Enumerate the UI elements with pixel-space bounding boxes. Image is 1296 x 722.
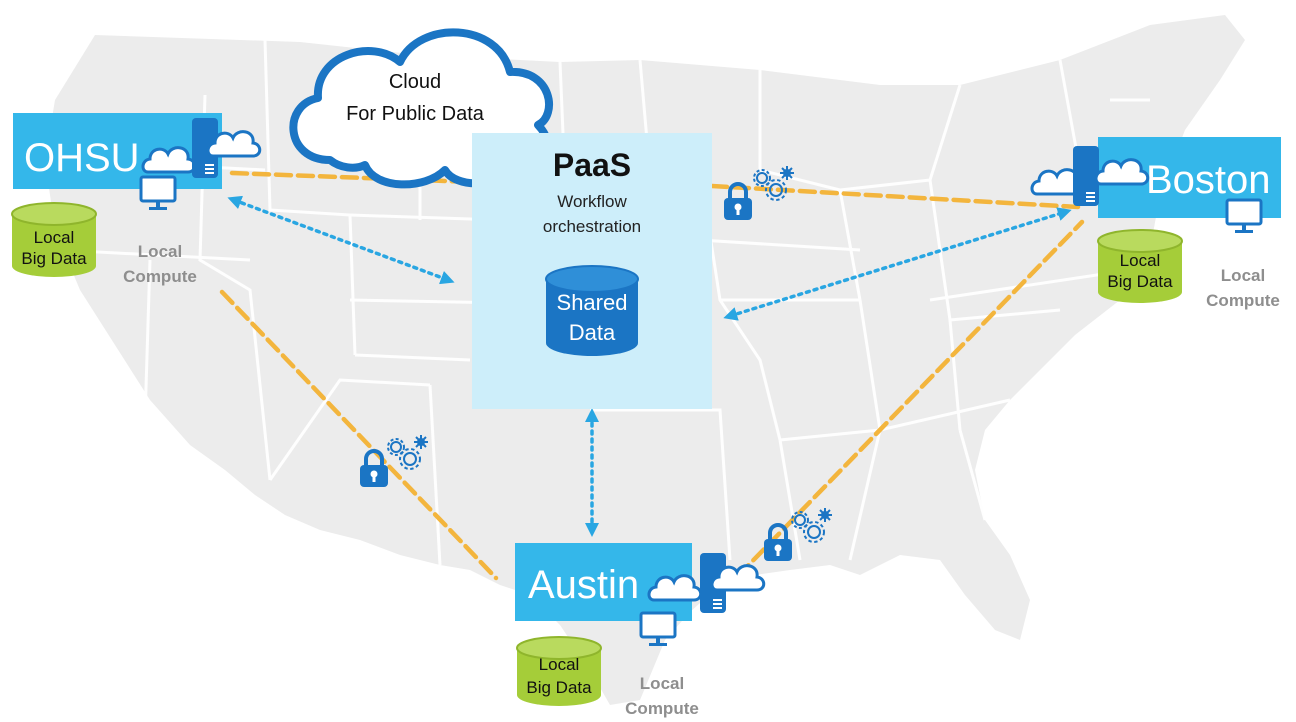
link-paas-boston bbox=[709, 183, 1081, 210]
local-data-label-1: Local bbox=[34, 228, 75, 247]
shared-data-label-2: Data bbox=[569, 320, 616, 345]
paas-subtitle-1: Workflow bbox=[557, 192, 627, 211]
paas-panel: PaaS Workflow orchestration Shared Data bbox=[472, 133, 712, 409]
paas-title: PaaS bbox=[553, 147, 631, 183]
local-compute-label-1: Local bbox=[138, 242, 182, 261]
local-compute-label-2: Compute bbox=[625, 699, 699, 718]
local-data-label-1: Local bbox=[1120, 251, 1161, 270]
local-data-label-2: Big Data bbox=[1107, 272, 1173, 291]
link-ohsu-austin bbox=[219, 289, 499, 581]
local-data-label-2: Big Data bbox=[21, 249, 87, 268]
shared-data-database-icon bbox=[545, 265, 639, 356]
site-austin: Austin Local Big Data Local Compute bbox=[515, 543, 766, 718]
local-data-label-1: Local bbox=[539, 655, 580, 674]
local-compute-label-2: Compute bbox=[123, 267, 197, 286]
monitor-icon bbox=[1225, 198, 1263, 235]
site-name: OHSU bbox=[24, 136, 140, 180]
local-big-data-database-icon bbox=[1097, 229, 1183, 303]
site-ohsu: OHSU Local Big Data Local Compute bbox=[11, 113, 262, 286]
local-big-data-database-icon bbox=[516, 636, 602, 706]
paas-subtitle-2: orchestration bbox=[543, 217, 641, 236]
cloud-subtitle: For Public Data bbox=[346, 103, 485, 125]
local-big-data-database-icon bbox=[11, 202, 97, 277]
local-compute-label-2: Compute bbox=[1206, 291, 1280, 310]
sync-links bbox=[227, 195, 1072, 537]
local-compute-label-1: Local bbox=[640, 674, 684, 693]
local-compute-label-1: Local bbox=[1221, 266, 1265, 285]
site-boston: Boston Local Big Data Local Compute bbox=[1030, 137, 1281, 310]
site-name: Boston bbox=[1146, 158, 1271, 202]
sync-ohsu-paas bbox=[227, 195, 455, 285]
site-name: Austin bbox=[528, 563, 639, 607]
cloud-title: Cloud bbox=[389, 71, 441, 93]
sync-paas-boston bbox=[723, 207, 1072, 321]
shared-data-label-1: Shared bbox=[557, 290, 628, 315]
local-data-label-2: Big Data bbox=[526, 678, 592, 697]
